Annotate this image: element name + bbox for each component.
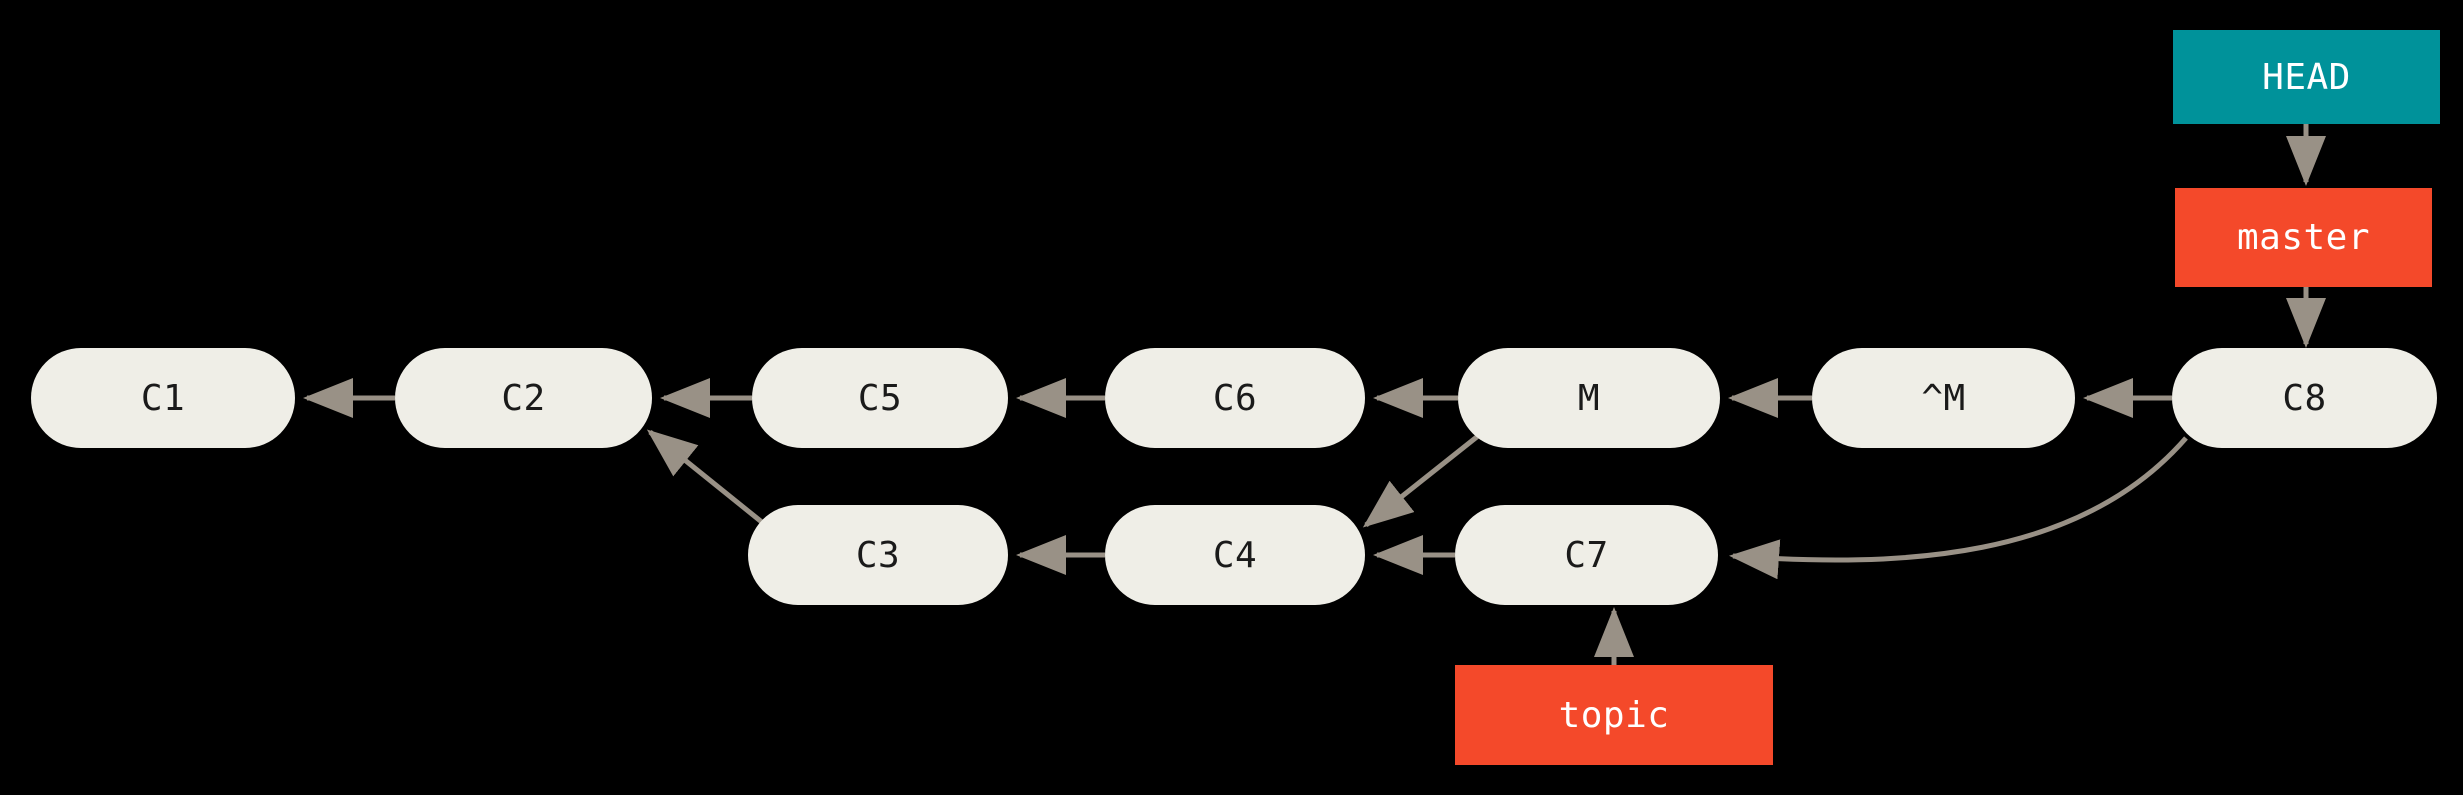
commit-label: C2 [501,377,546,419]
commit-node-c5[interactable]: C5 [752,348,1008,448]
head-label: HEAD [2262,56,2351,98]
commit-label: C5 [857,377,903,419]
edge-c8-to-c7 [1729,436,2188,580]
commit-node-c3[interactable]: C3 [748,505,1008,605]
commit-node-m-caret[interactable]: ^M [1812,348,2075,448]
edge-c3-to-c2 [646,429,765,525]
branch-box-master[interactable]: master [2175,188,2432,287]
branch-label: topic [1558,694,1670,736]
commit-node-c8[interactable]: C8 [2172,348,2437,448]
commit-node-m[interactable]: M [1458,348,1720,448]
commit-node-c6[interactable]: C6 [1105,348,1365,448]
commit-label: ^M [1921,377,1966,419]
commit-label: C1 [140,377,186,419]
head-pointer-box[interactable]: HEAD [2173,30,2440,124]
commit-label: C6 [1212,377,1258,419]
commit-node-c1[interactable]: C1 [31,348,295,448]
commit-node-c7[interactable]: C7 [1455,505,1718,605]
commit-node-c2[interactable]: C2 [395,348,652,448]
branch-box-topic[interactable]: topic [1455,665,1773,765]
branch-label: master [2236,217,2371,258]
commit-label: C4 [1212,534,1258,576]
commit-label: M [1577,377,1601,419]
commit-node-c4[interactable]: C4 [1105,505,1365,605]
edge-m-to-c4 [1362,434,1480,528]
commit-label: C7 [1564,534,1609,576]
commit-label: C8 [2282,377,2327,419]
commit-label: C3 [855,534,901,576]
